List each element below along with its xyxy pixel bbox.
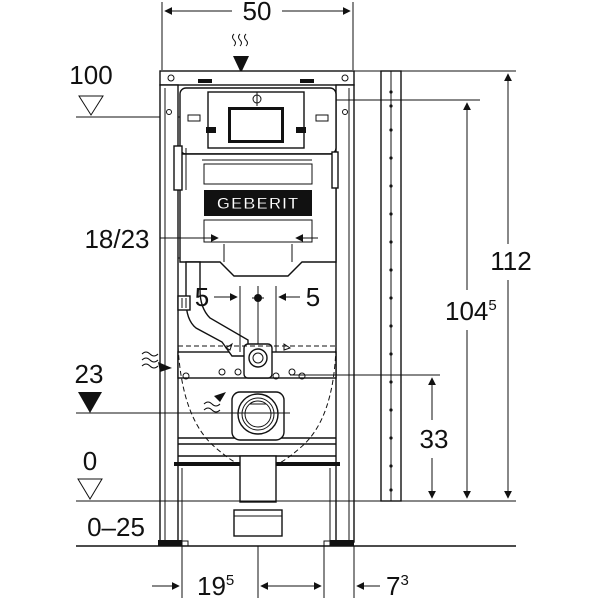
height-main-value: 104 [445, 296, 488, 326]
width-dimension: 50 [161, 0, 354, 70]
toilet-bowl-outline [177, 342, 337, 537]
installation-frame [158, 70, 355, 547]
floor-level-markers: 0 0–25 [76, 446, 516, 547]
center-marks [239, 286, 277, 379]
bottom-dimensions: 195 73 [152, 546, 409, 600]
floor-range-label: 0–25 [87, 512, 145, 542]
level-100-label: 100 [69, 60, 112, 90]
bottom-right-main: 7 [386, 571, 400, 600]
side-offset-label: 18/23 [84, 224, 149, 254]
bottom-left-main: 19 [197, 571, 226, 600]
brand-label: GEBERIT [217, 194, 300, 213]
drain-height-label: 33 [420, 424, 449, 454]
floor-zero-label: 0 [83, 446, 97, 476]
height-104-dimension: 1045 [445, 102, 497, 499]
center-left-label: 5 [195, 282, 209, 312]
bottom-right-label: 73 [386, 571, 409, 600]
side-offset-dimension: 18/23 [84, 224, 318, 254]
level-23-label: 23 [75, 359, 104, 389]
level-23-marker: 23 [75, 359, 290, 414]
drain-height-dimension: 33 [420, 377, 449, 499]
height-sup-value: 5 [488, 297, 496, 314]
center-offset-dimension: 5 5 [195, 282, 320, 312]
height-main-label: 1045 [445, 296, 497, 326]
drain-wave-icon [141, 351, 226, 413]
concealed-cistern: GEBERIT [173, 87, 339, 357]
total-height-dimension: 112 [490, 73, 532, 499]
center-right-label: 5 [306, 282, 320, 312]
bottom-left-label: 195 [197, 571, 234, 600]
water-inlet-icon [232, 33, 249, 73]
bottom-right-sup: 3 [400, 572, 408, 589]
total-height-label: 112 [490, 246, 531, 276]
width-label: 50 [243, 0, 272, 26]
side-profile-rail [380, 70, 402, 502]
bottom-left-sup: 5 [226, 572, 234, 589]
